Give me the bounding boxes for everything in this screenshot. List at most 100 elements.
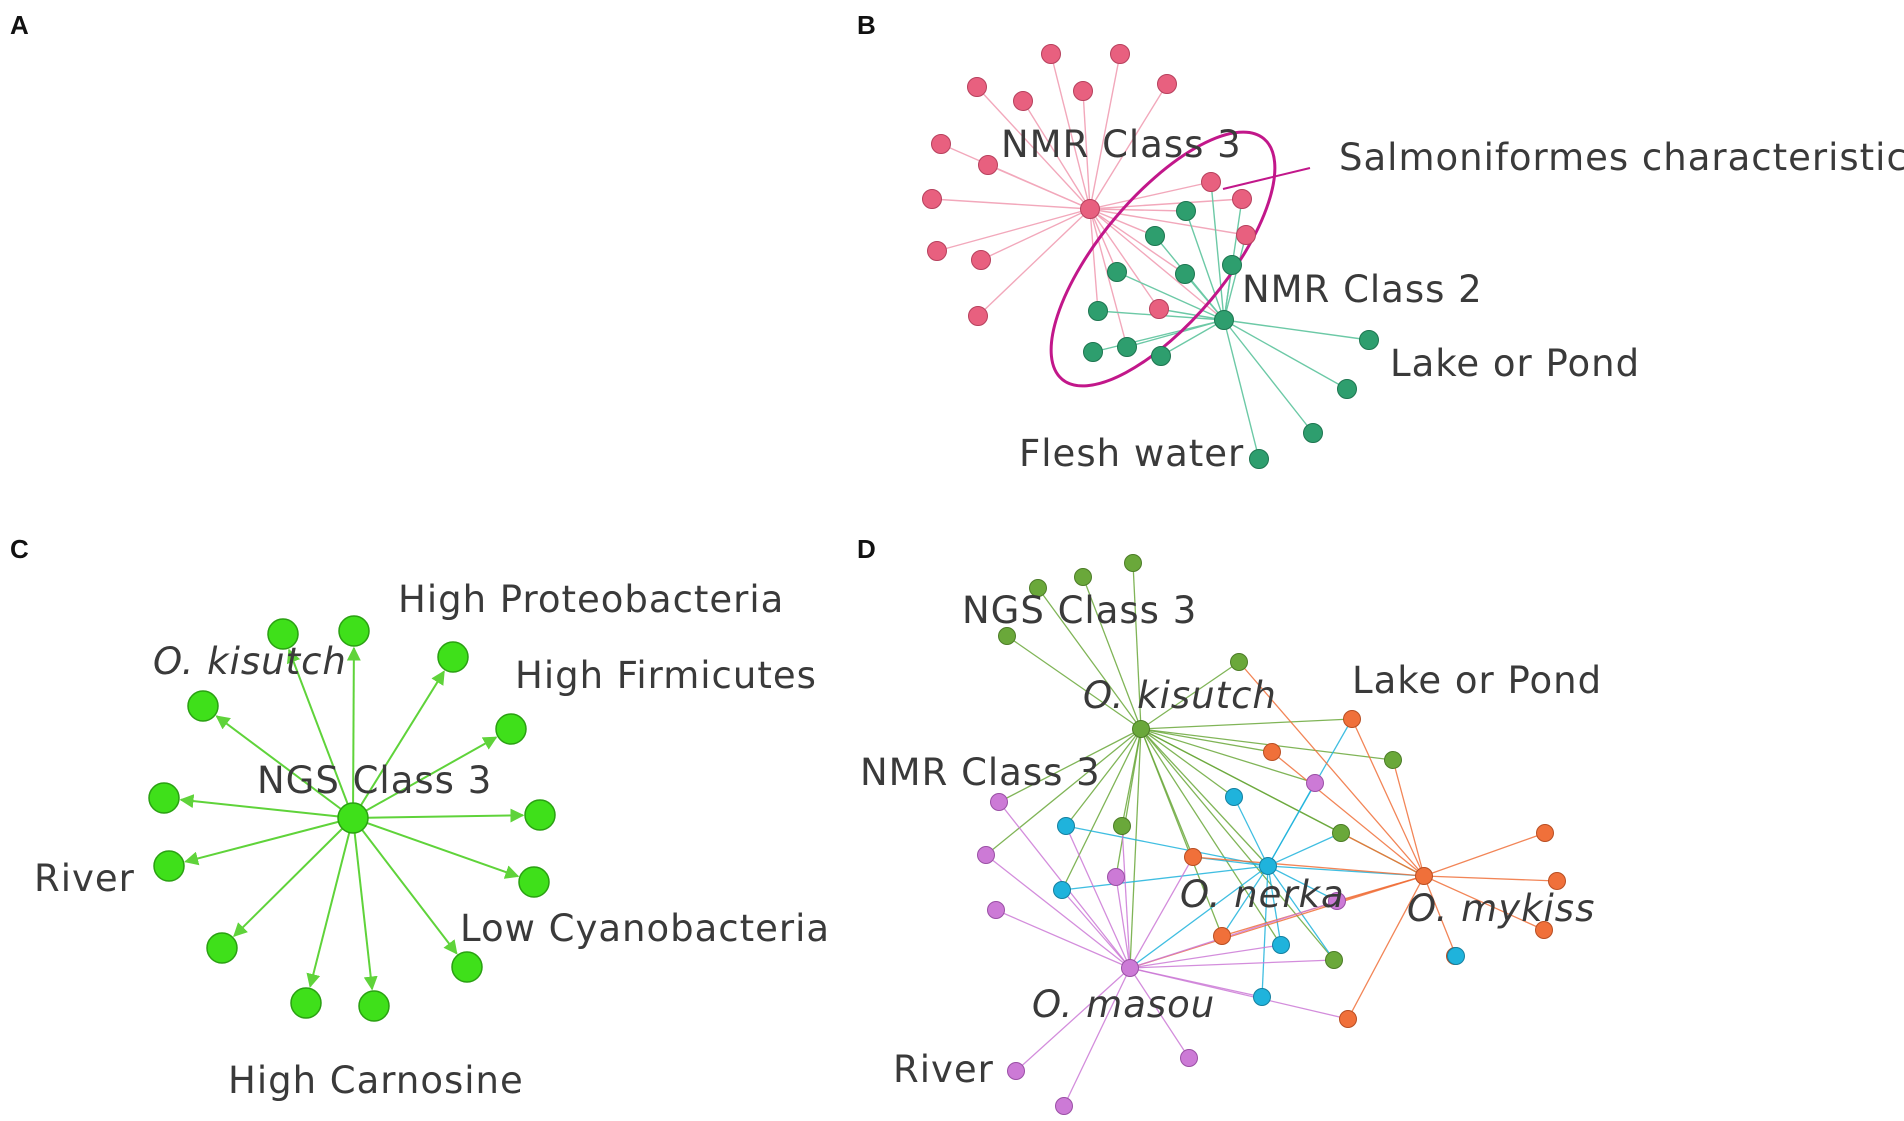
edge-nerka-7	[1221, 865, 1269, 937]
node-6	[524, 799, 556, 831]
edge-nmr3-pink-14	[1089, 208, 1247, 236]
node-green-6	[1117, 337, 1137, 357]
node-orange-0	[1343, 710, 1361, 728]
edge-nmr3-pink-12	[1089, 181, 1212, 210]
node-5	[148, 782, 180, 814]
node-2	[437, 641, 469, 673]
edge-nerka-5	[1261, 865, 1269, 998]
edge-nmr2-green-10	[1223, 319, 1348, 390]
label-nmr-class-2: NMR Class 2	[1242, 268, 1483, 311]
node-olive-0	[1029, 579, 1047, 597]
node-violet-5	[1328, 892, 1346, 910]
node-green-9	[1359, 330, 1379, 350]
node-olive-4	[1230, 653, 1248, 671]
node-violet-0	[1306, 774, 1324, 792]
edge-nmr3-pink-4	[1082, 90, 1091, 210]
node-0	[267, 618, 299, 650]
node-green-10	[1337, 379, 1357, 399]
hub-o-masou	[1121, 959, 1139, 977]
node-9	[206, 932, 238, 964]
edge-nmr3-pink-13	[1089, 198, 1243, 210]
edge-mykiss-3	[1423, 875, 1558, 882]
node-orange-5	[1184, 848, 1202, 866]
edge-kisutch-12	[985, 728, 1142, 856]
edge-masou-3	[995, 909, 1131, 969]
node-pink-12	[1201, 172, 1221, 192]
edge-mykiss-4	[1423, 875, 1545, 931]
edge-ngs3-1	[346, 646, 361, 819]
node-pink-11	[968, 306, 988, 326]
node-violet-8	[1055, 1097, 1073, 1115]
label-ngs-class-3: NGS Class 3	[962, 589, 1197, 632]
node-olive-6	[1332, 824, 1350, 842]
node-pink-4	[1073, 81, 1093, 101]
panel-d-network: NGS Class 3 O. kisutch Lake or Pond NMR …	[860, 554, 1602, 1115]
edge-mykiss-7	[1347, 875, 1425, 1020]
label-flesh-water: Flesh water	[1019, 432, 1244, 475]
edge-mykiss-8	[1423, 875, 1457, 957]
edge-masou-2	[1115, 876, 1131, 969]
node-violet-2	[977, 846, 995, 864]
edge-mykiss-1	[1271, 751, 1425, 877]
edge-nmr2-green-2	[1184, 273, 1225, 321]
edge-kisutch-9	[1061, 728, 1142, 891]
edge-nmr2-green-12	[1223, 319, 1260, 460]
node-green-3	[1222, 255, 1242, 275]
label-river: River	[893, 1048, 994, 1091]
node-olive-7	[1113, 817, 1131, 835]
label-high-firmicutes: High Firmicutes	[515, 654, 817, 697]
hub-o-nerka	[1259, 857, 1277, 875]
edge-nmr3-pink-5	[1089, 83, 1168, 210]
edge-nmr3-pink-2	[976, 86, 1091, 210]
edge-nmr2-pink-2	[1223, 234, 1247, 321]
edge-mykiss-2	[1423, 832, 1546, 877]
edge-kisutch-18	[1140, 728, 1223, 937]
node-olive-2	[1124, 554, 1142, 572]
edge-ngs3-6	[352, 808, 525, 823]
node-1	[338, 615, 370, 647]
edge-nmr3-pink-15	[1089, 208, 1160, 310]
edge-nmr2-green-7	[1092, 319, 1225, 353]
edge-nmr3-pink-9	[936, 208, 1091, 252]
edge-nmr2-green-0	[1185, 210, 1225, 321]
edge-masou-13	[1129, 856, 1194, 969]
node-olive-3	[998, 627, 1016, 645]
edge-nmr3-green-5	[1089, 208, 1128, 348]
edge-kisutch-19	[1140, 728, 1282, 946]
node-orange-3	[1548, 872, 1566, 890]
edge-nerka-9	[1267, 832, 1342, 867]
label-low-cyanobacteria: Low Cyanobacteria	[460, 907, 830, 950]
node-pink-9	[927, 241, 947, 261]
panel-b-network: NMR Class 3 Salmoniformes characteristic…	[922, 44, 1904, 475]
node-pink-6	[931, 134, 951, 154]
edge-nmr2-green-8	[1160, 319, 1225, 357]
hub-ngs-class-3	[337, 802, 369, 834]
panel-d-letter: D	[857, 534, 876, 564]
edge-nmr3-green-0	[1089, 208, 1187, 212]
node-cyan-3	[1272, 936, 1290, 954]
hub-o-mykiss	[1415, 867, 1433, 885]
label-o-kisutch: O. kisutch	[153, 640, 347, 683]
edge-kisutch-top-0	[1037, 587, 1142, 730]
edge-kisutch-4	[1140, 728, 1335, 961]
edge-ngs3-3	[215, 715, 354, 819]
node-orange-7	[1339, 1010, 1357, 1028]
edge-masou-9	[1129, 944, 1282, 969]
edge-ngs3-4	[352, 736, 498, 819]
edge-ngs3-5	[179, 794, 354, 819]
node-cyan-0	[1057, 817, 1075, 835]
edge-kisutch-top-2	[1132, 562, 1142, 730]
edge-masou-6	[1063, 967, 1131, 1107]
edge-nmr2-green-4	[1116, 271, 1225, 321]
edge-nmr3-pink-10	[980, 208, 1091, 261]
edge-nmr3-pink-11	[977, 208, 1091, 317]
node-orange-6	[1213, 927, 1231, 945]
label-lake-or-pond: Lake or Pond	[1352, 659, 1602, 702]
annotation-pointer-line	[1222, 167, 1311, 190]
node-green-7	[1083, 342, 1103, 362]
edge-nmr3-pink-0	[1050, 53, 1091, 210]
edge-kisutch-10	[1140, 728, 1316, 784]
edge-nerka-1	[1233, 796, 1269, 867]
edge-nmr3-pink-1	[1089, 53, 1121, 210]
edge-ngs3-2	[352, 670, 445, 819]
